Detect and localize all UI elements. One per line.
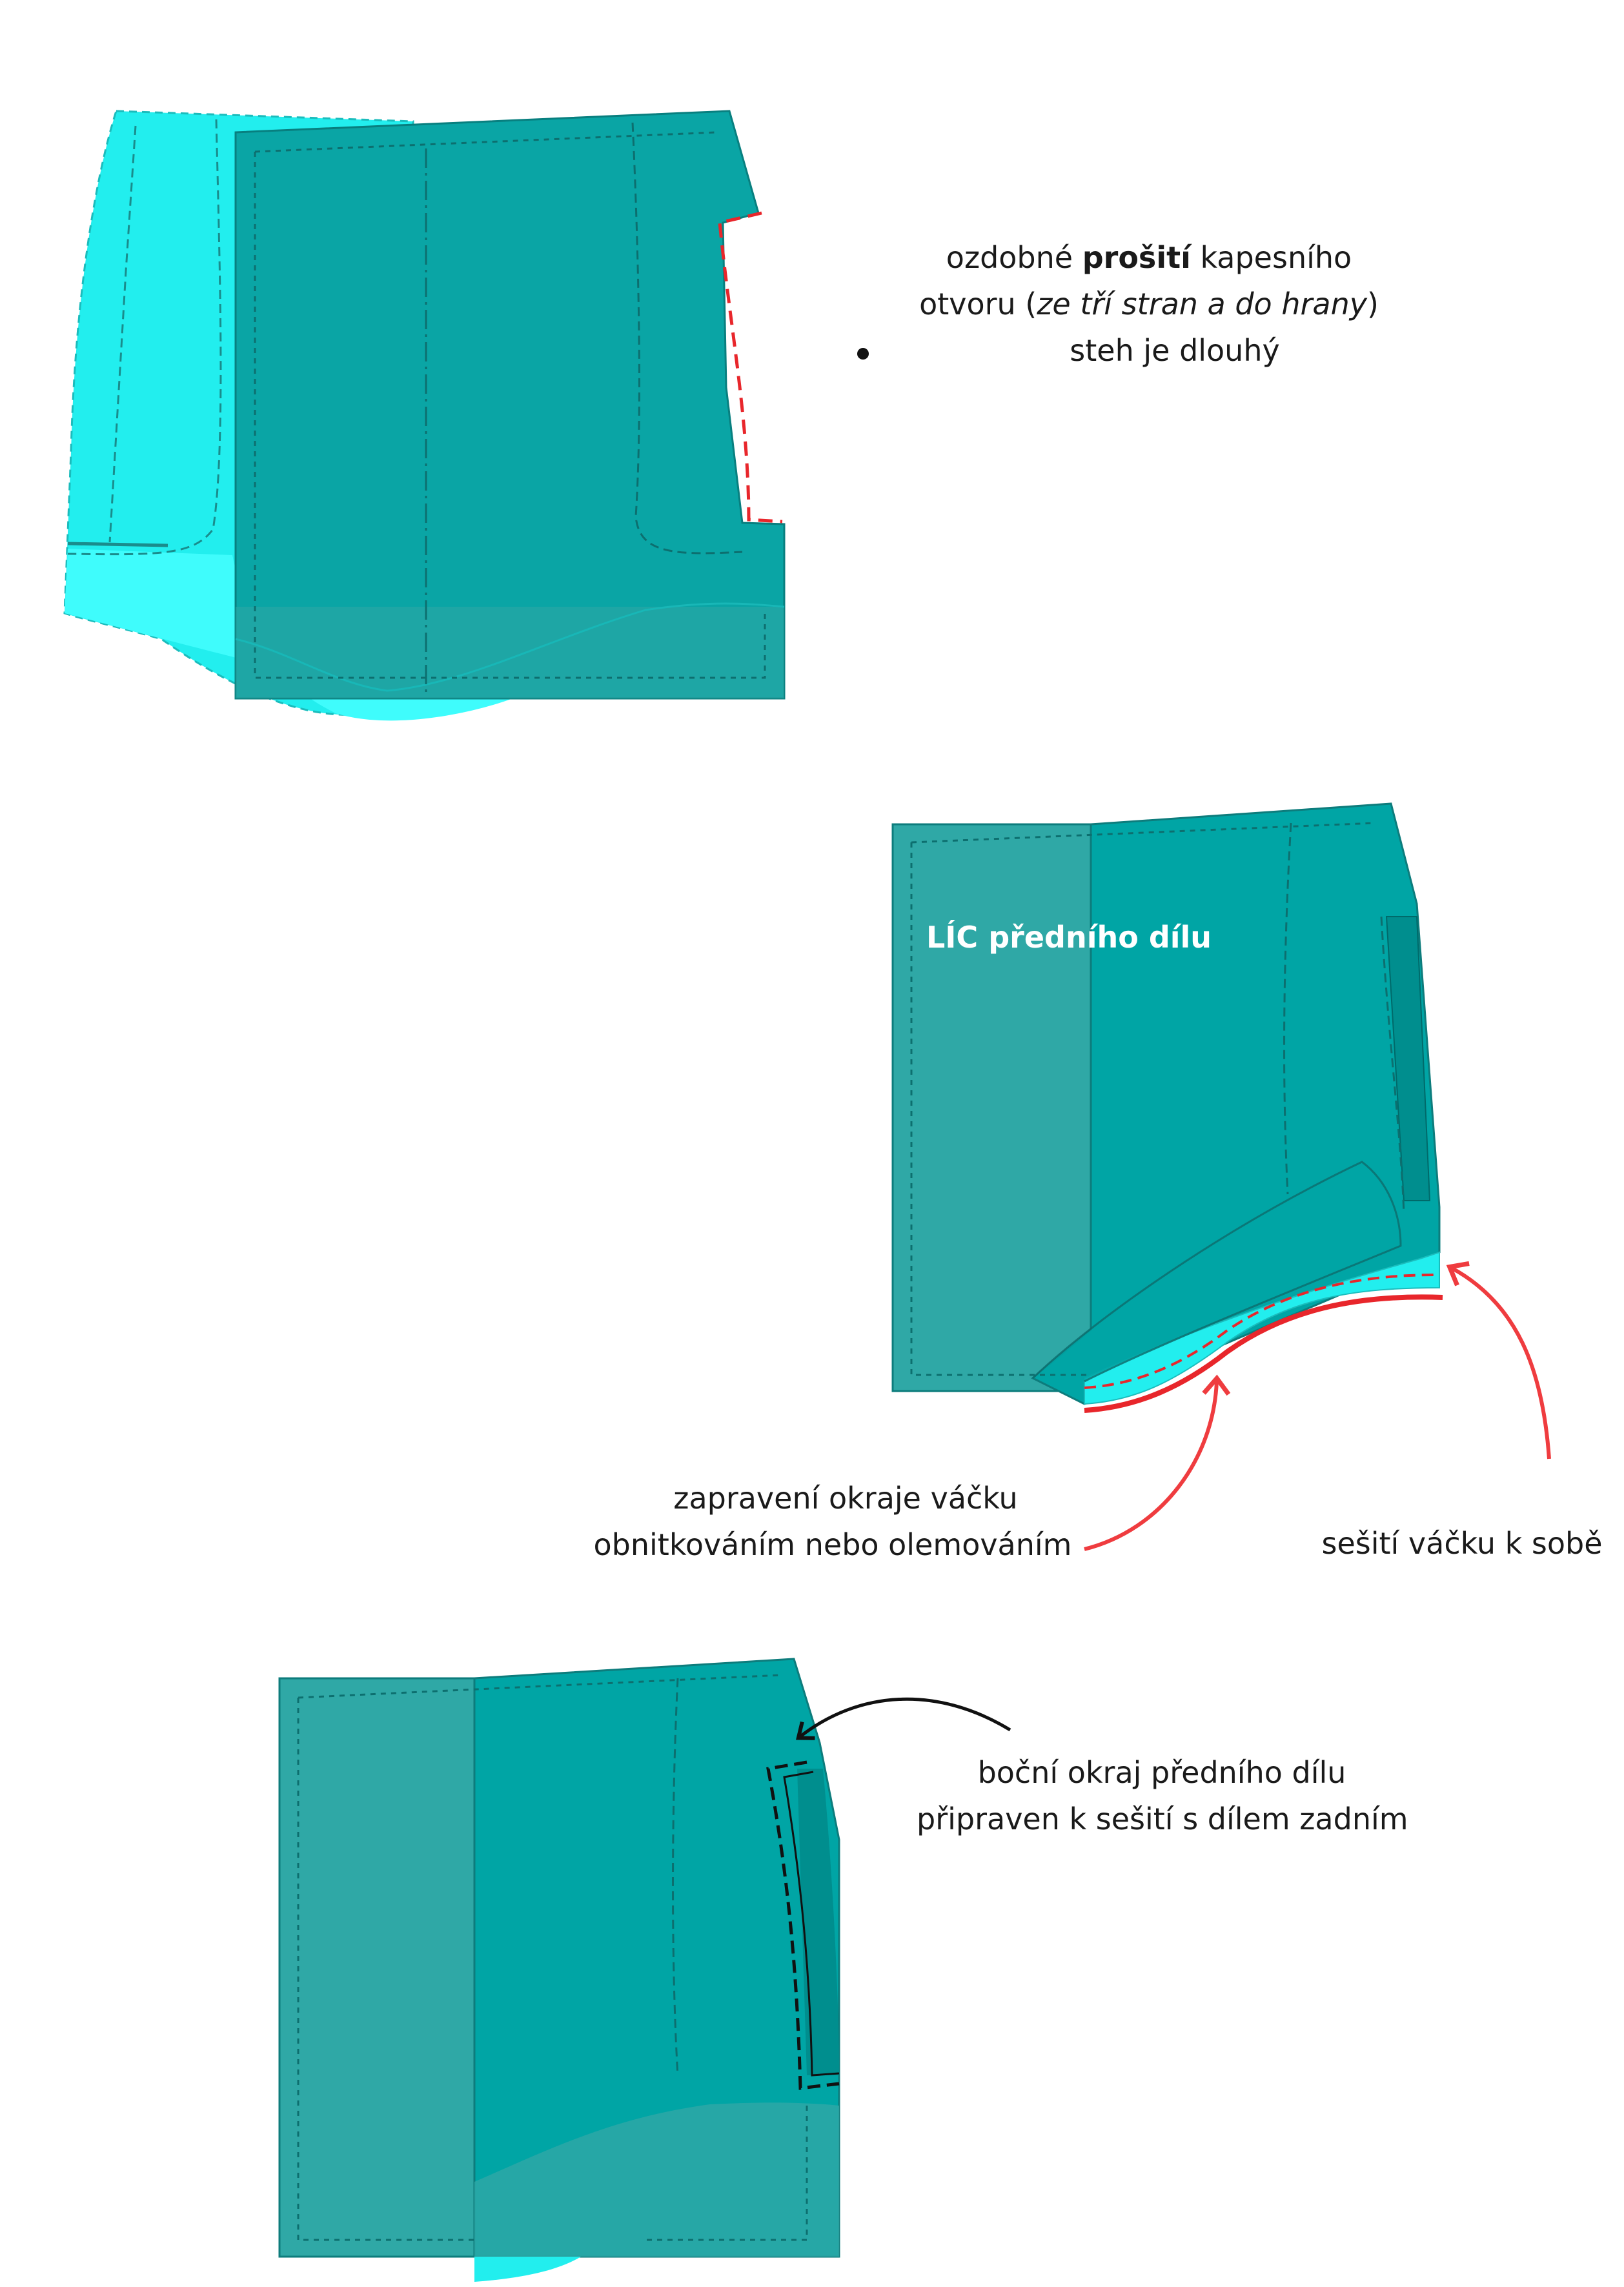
note-text: ozdobné: [946, 240, 1082, 275]
edge-finish-line-1: zapravení okraje váčku: [673, 1481, 1018, 1516]
edge-finish-note: zapravení okraje váčku obnitkováním nebo…: [581, 1475, 1084, 1568]
sew-bag-note: sešití váčku k sobě: [1321, 1526, 1603, 1561]
arrow-side-edge: [796, 1697, 1011, 1740]
decorative-stitch-note: ozdobné prošití kapesního otvoru (ze tří…: [891, 234, 1407, 374]
edge-finish-red: [1084, 1294, 1443, 1413]
stitch-line: [254, 131, 717, 153]
note-text: otvoru (: [919, 287, 1037, 321]
stitch-line: [911, 822, 1375, 844]
note-text-bold: prošití: [1082, 240, 1191, 275]
side-edge-note: boční okraj předního dílu připraven k se…: [917, 1749, 1408, 1842]
pocket-bag-bottom-edge: [235, 602, 785, 692]
side-edge-stitch-black: [766, 1760, 840, 2090]
step3-front-panel-ready: [278, 1658, 840, 2282]
step2-front-panel-right-side: [891, 802, 1443, 1413]
note-text: kapesního: [1190, 240, 1352, 275]
front-panel-left-flap: [891, 823, 1092, 1392]
step1-shorts-front-assembly: [63, 110, 786, 721]
note-line-1: ozdobné prošití kapesního: [891, 234, 1407, 281]
stitch-line: [108, 125, 137, 543]
stitch-line: [910, 842, 1091, 1376]
stitch-line: [1283, 822, 1292, 1195]
note-line-2: otvoru (ze tří stran a do hrany): [891, 281, 1407, 327]
stitch-line: [67, 542, 168, 547]
front-panel-lower-overlay: [236, 607, 784, 698]
seam-stitch-red: [1084, 1274, 1437, 1389]
stitch-line: [672, 1678, 679, 2076]
edge-finish-line-2: obnitkováním nebo olemováním: [593, 1527, 1072, 1562]
arrow-edge-finish: [1084, 1374, 1231, 1551]
stitch-line: [297, 1698, 474, 2241]
side-edge-line-2: připraven k sešití s dílem zadním: [917, 1802, 1408, 1836]
front-panel-left-flap: [278, 1677, 476, 2258]
panel-label: LÍC předního dílu: [926, 920, 1212, 955]
pocket-bag-cyan-lower: [65, 549, 516, 721]
bullet: [857, 348, 869, 360]
stitch-line: [67, 119, 222, 556]
side-edge-outline-black: [783, 1771, 840, 2077]
stitch-line: [254, 152, 766, 679]
arrow-sew-bag: [1446, 1261, 1551, 1459]
pocket-facing: [1385, 916, 1431, 1201]
front-panel-lower-overlay: [474, 2102, 839, 2257]
pocket-flap-outline: [1031, 1161, 1402, 1383]
pocket-facing: [797, 1769, 839, 2075]
stitch-line: [1380, 916, 1405, 1214]
note-text: ): [1366, 287, 1379, 321]
side-edge-line-1: boční okraj předního dílu: [977, 1755, 1346, 1790]
note-text-italic: ze tří stran a do hrany: [1037, 287, 1367, 321]
decorative-stitch-red: [718, 211, 783, 523]
stitch-line: [631, 122, 743, 554]
note-line-3: steh je dlouhý: [1070, 333, 1280, 368]
pocket-bag-cyan: [474, 2257, 581, 2282]
stitch-line: [645, 2106, 808, 2241]
stitch-line: [298, 1674, 782, 1699]
